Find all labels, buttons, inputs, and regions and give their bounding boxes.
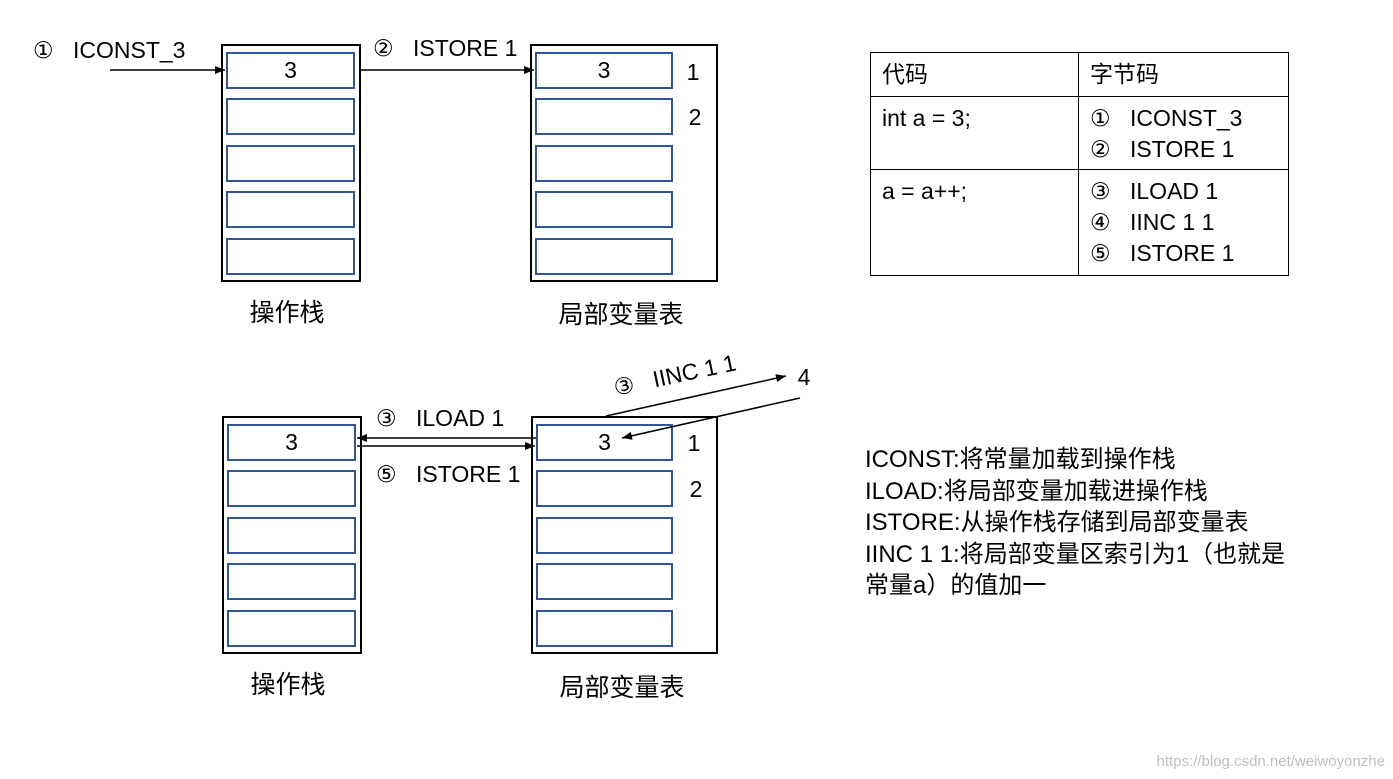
code-cell: a = a++; (870, 169, 1079, 276)
top-local-var-cell-3 (535, 145, 673, 182)
code-bytecode-table: 代码 字节码 int a = 3; ① ICONST_3 ② ISTORE 1 a … (870, 52, 1289, 276)
step-instruction: ILOAD 1 (416, 405, 505, 431)
instruction-notes: ICONST:将常量加载到操作栈 ILOAD:将局部变量加载进操作栈 ISTOR… (865, 444, 1285, 602)
watermark: https://blog.csdn.net/weiwoyonzhe (1156, 753, 1385, 770)
bytecode-step-number: ④ (1090, 209, 1111, 235)
bytecode-line: ② ISTORE 1 (1090, 134, 1288, 165)
bottom-operand-stack-cell-4 (227, 563, 356, 600)
top-local-var-cell-5 (535, 238, 673, 275)
bottom-local-var-cell-5 (536, 610, 673, 647)
bytecode-line: ① ICONST_3 (1090, 103, 1288, 134)
step-iload-label: ③ ILOAD 1 (376, 404, 504, 432)
bytecode-step-number: ⑤ (1090, 240, 1111, 266)
bottom-local-var-cell-1: 3 (536, 424, 673, 461)
bytecode-instruction: ICONST_3 (1130, 105, 1243, 131)
step-number: ② (373, 35, 394, 61)
step-number: ⑤ (376, 461, 397, 487)
bytecode-cell: ① ICONST_3 ② ISTORE 1 (1078, 96, 1289, 170)
top-operand-stack-cell-5 (226, 238, 355, 275)
bottom-local-variable-title: 局部变量表 (559, 674, 685, 702)
bottom-local-variable-table: 3 (531, 416, 718, 654)
step-instruction: ICONST_3 (73, 37, 186, 63)
bottom-operand-stack: 3 (222, 416, 362, 654)
table-header-row: 代码 字节码 (870, 52, 1289, 97)
top-operand-stack-cell-1: 3 (226, 52, 355, 89)
top-operand-stack-cell-3 (226, 145, 355, 182)
bytecode-line: ④ IINC 1 1 (1090, 207, 1288, 238)
step-iconst-label: ① ICONST_3 (33, 36, 185, 64)
iinc-result-value: 4 (797, 364, 811, 390)
bytecode-line: ③ ILOAD 1 (1090, 176, 1288, 207)
bytecode-step-number: ③ (1090, 178, 1111, 204)
top-operand-stack-cell-4 (226, 191, 355, 228)
bytecode-step-number: ① (1090, 105, 1111, 131)
bytecode-line: ⑤ ISTORE 1 (1090, 238, 1288, 269)
step-instruction: ISTORE 1 (416, 461, 521, 487)
note-line: ICONST:将常量加载到操作栈 (865, 446, 1176, 473)
bottom-local-var-index-2: 2 (689, 476, 703, 502)
top-operand-stack-title: 操作栈 (249, 299, 325, 327)
top-operand-stack-cell-2 (226, 98, 355, 135)
step-iinc-label: ③ IINC 1 1 (611, 348, 738, 401)
bytecode-step-number: ② (1090, 136, 1111, 162)
step-number: ③ (376, 405, 397, 431)
bottom-operand-stack-cell-2 (227, 470, 356, 507)
bytecode-instruction: ISTORE 1 (1130, 136, 1235, 162)
step-instruction: IINC 1 1 (650, 349, 739, 393)
step-number: ① (33, 37, 54, 63)
code-cell: int a = 3; (870, 96, 1079, 170)
top-local-var-index-2: 2 (688, 104, 702, 130)
note-line: ISTORE:从操作栈存储到局部变量表 (865, 509, 1249, 536)
note-line: IINC 1 1:将局部变量区索引为1（也就是 (865, 540, 1286, 568)
note-line: ILOAD:将局部变量加载进操作栈 (865, 477, 1208, 505)
bottom-operand-stack-cell-1: 3 (227, 424, 356, 461)
bytecode-instruction: IINC 1 1 (1130, 209, 1215, 235)
bottom-operand-stack-title: 操作栈 (250, 671, 326, 699)
bottom-operand-stack-cell-3 (227, 517, 356, 554)
bottom-local-var-cell-2 (536, 470, 673, 507)
table-row: a = a++; ③ ILOAD 1 ④ IINC 1 1 ⑤ ISTORE 1 (870, 169, 1289, 276)
step-number: ③ (611, 370, 637, 401)
bytecode-instruction: ISTORE 1 (1130, 240, 1235, 266)
bottom-local-var-cell-4 (536, 563, 673, 600)
bottom-operand-stack-cell-5 (227, 610, 356, 647)
top-local-var-index-1: 1 (686, 59, 700, 85)
top-local-variable-title: 局部变量表 (558, 301, 684, 329)
header-code: 代码 (870, 52, 1079, 97)
bytecode-instruction: ILOAD 1 (1130, 178, 1219, 204)
top-local-var-cell-4 (535, 191, 673, 228)
note-line: 常量a）的值加一 (865, 572, 1047, 599)
top-local-var-cell-1: 3 (535, 52, 673, 89)
header-bytecode: 字节码 (1078, 52, 1289, 97)
top-operand-stack: 3 (221, 44, 361, 282)
step-istore-label: ② ISTORE 1 (373, 34, 517, 62)
bottom-local-var-cell-3 (536, 517, 673, 554)
step-istore-bottom-label: ⑤ ISTORE 1 (376, 460, 520, 488)
top-local-variable-table: 3 (530, 44, 718, 282)
step-instruction: ISTORE 1 (413, 35, 518, 61)
table-row: int a = 3; ① ICONST_3 ② ISTORE 1 (870, 96, 1289, 170)
bytecode-cell: ③ ILOAD 1 ④ IINC 1 1 ⑤ ISTORE 1 (1078, 169, 1289, 276)
bottom-local-var-index-1: 1 (687, 430, 701, 456)
top-local-var-cell-2 (535, 98, 673, 135)
